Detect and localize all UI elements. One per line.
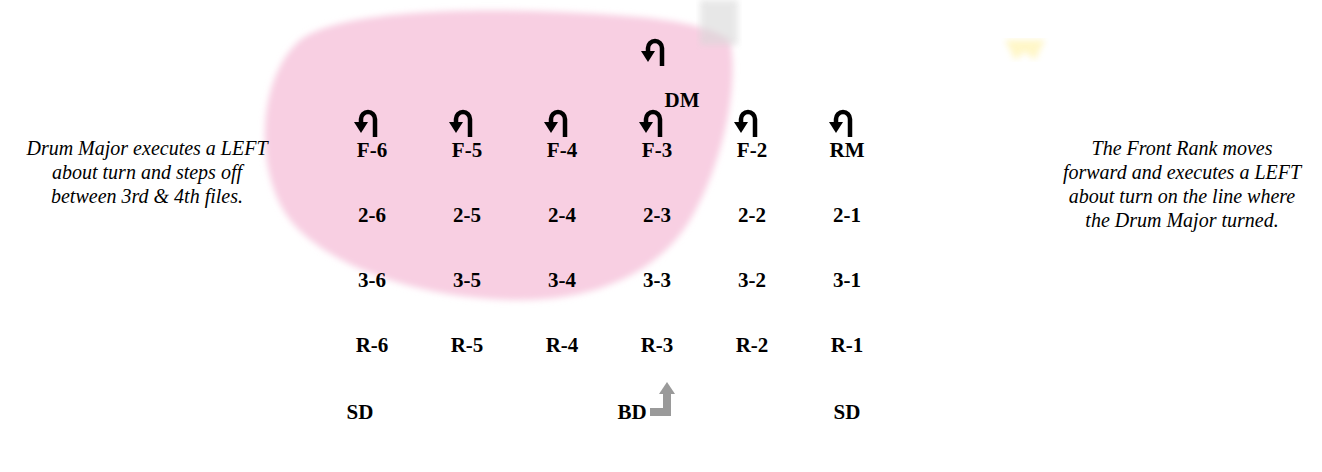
position-label: 3-2 [738,268,766,293]
turn-arrow [829,112,850,137]
turn-arrow [544,112,565,137]
position-label: F-6 [357,138,387,163]
instruction-note: The Front Rank moves forward and execute… [1062,136,1302,232]
position-label: 2-1 [833,203,861,228]
position-label: R-6 [356,333,389,358]
step-arrow [650,382,675,416]
position-label: R-3 [641,333,674,358]
position-label: 2-3 [643,203,671,228]
position-label: 2-4 [548,203,576,228]
position-label: R-1 [831,333,864,358]
highlight-blob [265,10,733,300]
position-label: R-2 [736,333,769,358]
position-label: BD [617,400,646,425]
turn-arrow [449,112,470,137]
faint-bar [700,0,738,45]
position-label: 3-5 [453,268,481,293]
position-label: SD [834,400,861,425]
position-label: 2-2 [738,203,766,228]
position-label: F-5 [452,138,482,163]
turn-arrow [639,112,660,137]
position-label: 3-6 [358,268,386,293]
position-label: R-5 [451,333,484,358]
turn-arrow [734,112,755,137]
position-label: 3-3 [643,268,671,293]
position-label: DM [665,88,700,113]
position-label: SD [347,400,374,425]
turn-arrow [354,112,375,137]
position-label: 3-1 [833,268,861,293]
position-label: F-4 [547,138,577,163]
position-label: RM [830,138,865,163]
position-label: R-4 [546,333,579,358]
position-label: F-3 [642,138,672,163]
position-label: 2-6 [358,203,386,228]
turn-arrow [641,41,662,66]
position-label: 3-4 [548,268,576,293]
position-label: 2-5 [453,203,481,228]
faint-yellow-mark [1005,40,1045,60]
position-label: F-2 [737,138,767,163]
instruction-note: Drum Major executes a LEFT about turn an… [22,136,272,208]
